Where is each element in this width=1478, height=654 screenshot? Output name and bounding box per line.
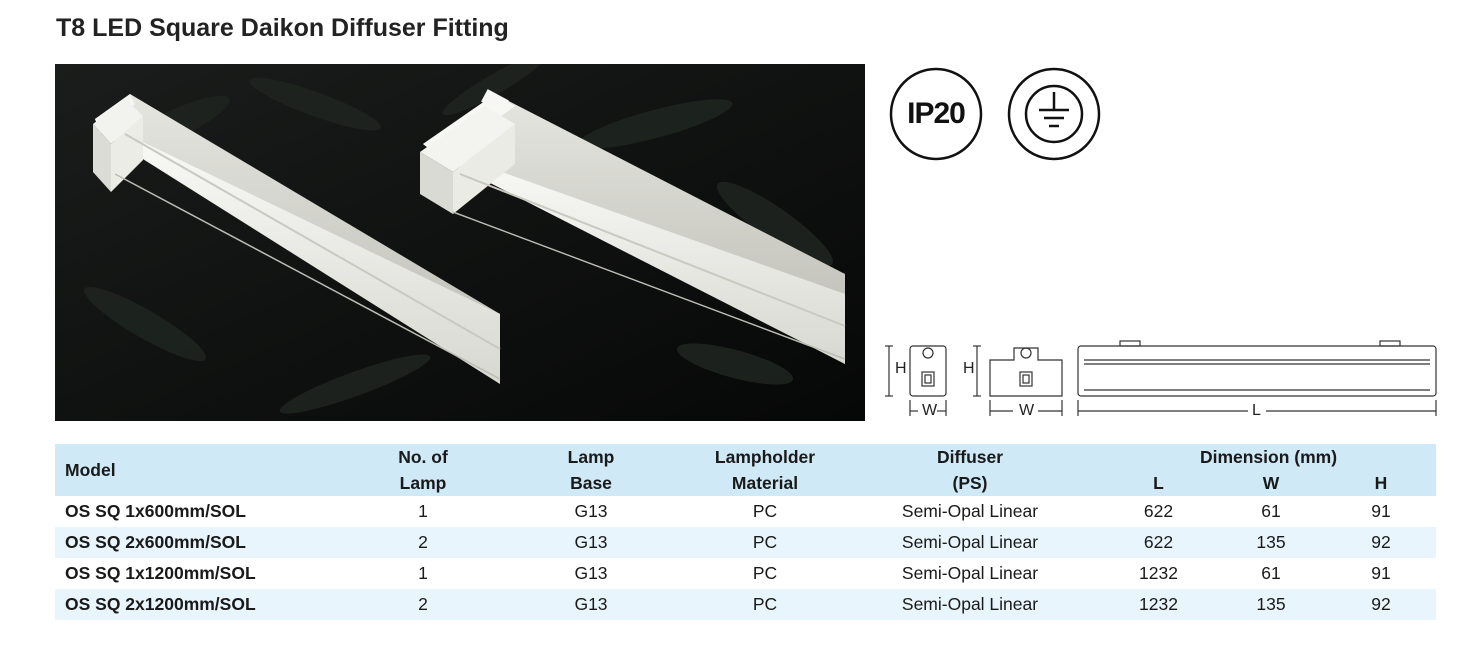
cell-dim-w: 135: [1216, 589, 1326, 620]
cell-material: PC: [752, 563, 778, 583]
product-photo: [55, 64, 865, 421]
cell-model: OS SQ 1x1200mm/SOL: [65, 563, 256, 583]
col-header-no-of-lamp-1: No. of: [355, 444, 491, 470]
cell-dim-l: 1232: [1101, 589, 1216, 620]
table-header-row-1: Model No. of Lamp Lampholder Diffuser Di…: [55, 444, 1436, 496]
spec-table: Model No. of Lamp Lampholder Diffuser Di…: [55, 444, 1436, 620]
table-row: OS SQ 2x1200mm/SOL 2 G13 PC Semi-Opal Li…: [55, 589, 1436, 620]
cell-lamps: 1: [418, 563, 428, 583]
cell-dim-w: 61: [1261, 501, 1281, 521]
table-row: OS SQ 1x600mm/SOL 1 G13 PC Semi-Opal Lin…: [55, 496, 1436, 527]
cell-base: G13: [491, 527, 691, 558]
cell-material: PC: [691, 527, 839, 558]
col-header-dimension: Dimension (mm): [1101, 444, 1436, 470]
cell-diffuser: Semi-Opal Linear: [839, 589, 1101, 620]
col-header-lampholder-2: Material: [691, 470, 839, 496]
page-title: T8 LED Square Daikon Diffuser Fitting: [56, 14, 509, 42]
cell-model: OS SQ 1x600mm/SOL: [65, 501, 246, 521]
cell-dim-h: 92: [1326, 589, 1436, 620]
cell-dim-h: 91: [1371, 563, 1391, 583]
col-header-lampholder-1: Lampholder: [691, 444, 839, 470]
dim-w-label-1: W: [922, 402, 938, 419]
ip-rating-badge: IP20: [888, 66, 984, 162]
earth-ground-icon: [1006, 66, 1102, 167]
cell-dim-h: 92: [1326, 527, 1436, 558]
cell-base: G13: [491, 589, 691, 620]
cell-dim-l: 622: [1143, 501, 1174, 521]
cell-base: G13: [574, 563, 608, 583]
col-header-model: Model: [55, 444, 355, 496]
cell-diffuser: Semi-Opal Linear: [901, 563, 1039, 583]
cell-diffuser: Semi-Opal Linear: [901, 501, 1039, 521]
cell-material: PC: [752, 501, 778, 521]
dim-h-label-1: H: [895, 360, 907, 377]
col-header-lamp-base-2: Base: [491, 470, 691, 496]
cell-lamps: 1: [418, 501, 428, 521]
luminaire-2: [420, 89, 846, 364]
col-header-dim-w: W: [1216, 470, 1326, 496]
dim-h-label-2: H: [963, 360, 975, 377]
table-row: OS SQ 2x600mm/SOL 2 G13 PC Semi-Opal Lin…: [55, 527, 1436, 558]
col-header-diffuser-2: (PS): [839, 470, 1101, 496]
cell-lamps: 2: [355, 527, 491, 558]
cell-material: PC: [691, 589, 839, 620]
dim-l-label: L: [1252, 402, 1261, 419]
col-header-lamp-base-1: Lamp: [491, 444, 691, 470]
cell-dim-l: 1232: [1139, 563, 1178, 583]
cell-diffuser: Semi-Opal Linear: [839, 527, 1101, 558]
table-header-row-2: Lamp Base Material (PS) L W H: [55, 470, 1436, 496]
cell-dim-l: 622: [1101, 527, 1216, 558]
cell-lamps: 2: [355, 589, 491, 620]
col-header-diffuser-1: Diffuser: [839, 444, 1101, 470]
cell-model: OS SQ 2x1200mm/SOL: [55, 589, 355, 620]
col-header-dim-h: H: [1326, 470, 1436, 496]
col-header-dim-l: L: [1101, 470, 1216, 496]
cell-dim-w: 135: [1216, 527, 1326, 558]
luminaire-1: [93, 94, 501, 384]
cell-model: OS SQ 2x600mm/SOL: [55, 527, 355, 558]
ip-rating-label: IP20: [907, 97, 966, 130]
table-row: OS SQ 1x1200mm/SOL 1 G13 PC Semi-Opal Li…: [55, 558, 1436, 589]
cell-dim-w: 61: [1261, 563, 1281, 583]
cell-base: G13: [574, 501, 608, 521]
col-header-no-of-lamp-2: Lamp: [355, 470, 491, 496]
dim-w-label-2: W: [1019, 402, 1035, 419]
cell-dim-h: 91: [1371, 501, 1391, 521]
